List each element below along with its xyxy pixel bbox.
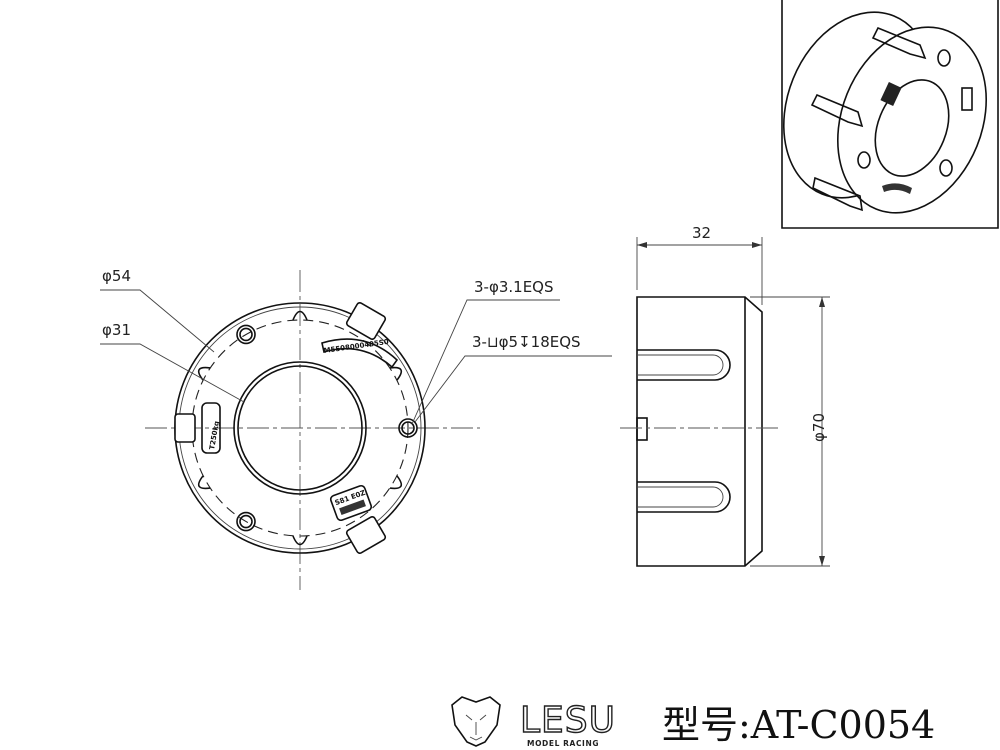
rim-notch [197,366,211,381]
mounting-hole [239,327,253,342]
counterbore-callout: 3-⊔φ5↧18EQS [472,333,581,351]
mounting-hole [236,511,256,532]
hole-callout: 3-φ3.1EQS [474,278,554,296]
load-badge: T250kg [201,402,221,454]
rim-notch [389,475,403,490]
mounting-hole [401,421,415,435]
front-view: M5508000405S0 T250kg S81 E0Z φ54 φ31 3-φ… [100,267,612,590]
side-view: 32 φ70 [620,224,830,567]
badge-load-text: T250kg [208,420,221,450]
inner-diameter-label: φ31 [102,321,131,339]
brand-logo: LESU [520,700,616,741]
rim-notch [389,366,403,381]
date-badge: S81 E0Z [329,484,373,522]
lion-logo-icon [451,696,501,747]
isometric-view-inset [781,0,999,229]
mounting-hole [236,324,256,345]
part-number-badge: M5508000405S0 [321,338,399,369]
rim-notch [292,310,308,321]
rim-notch [292,535,308,546]
rim-notch [197,475,211,490]
mounting-hole [398,418,418,438]
footer-title-block: LESU MODEL RACING 型号:AT-C0054 [451,696,935,748]
height-dimension: φ70 [810,413,828,442]
mounting-hole [239,514,253,529]
width-dimension: 32 [692,224,711,242]
outer-diameter-label: φ54 [102,267,131,285]
brand-subtitle: MODEL RACING [527,739,599,748]
model-number: 型号:AT-C0054 [662,703,935,747]
